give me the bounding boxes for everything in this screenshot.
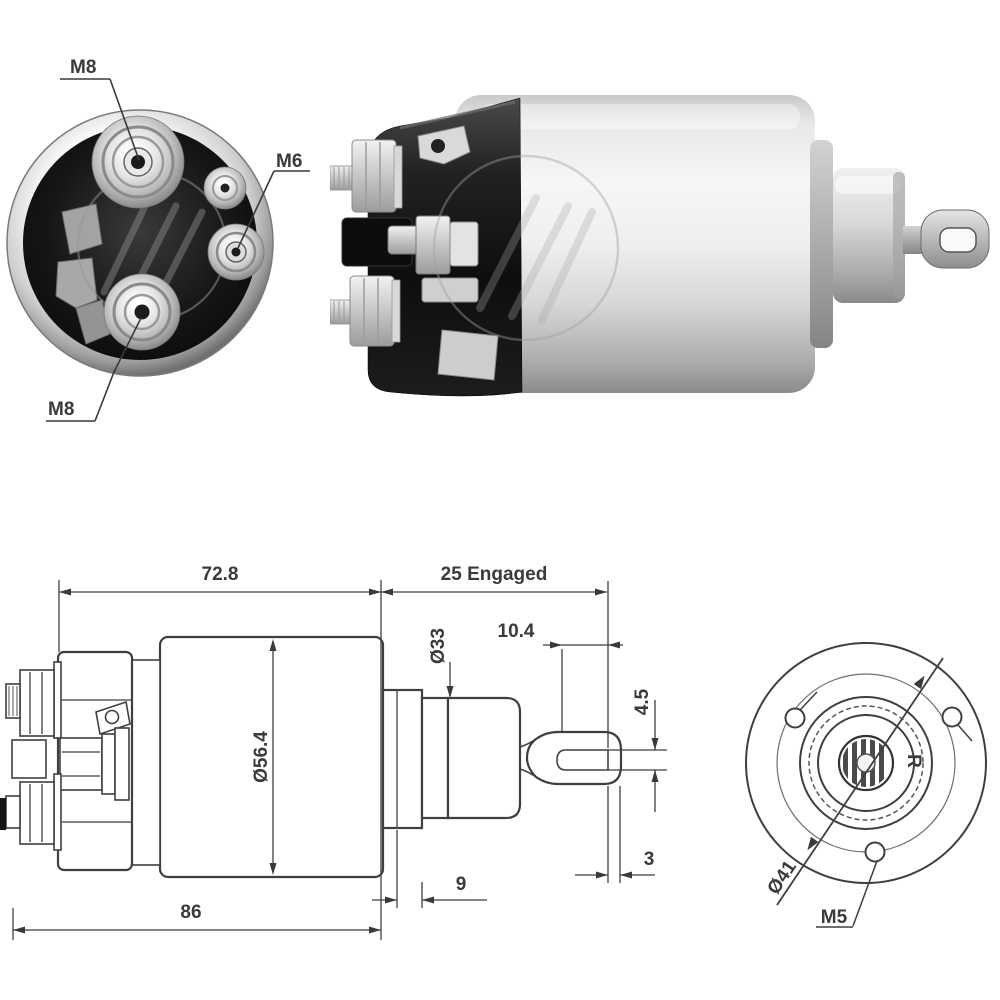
terminal-bolt-bottom [330, 275, 401, 347]
dim-10-4-text: 10.4 [498, 621, 535, 642]
terminal-bolt-top [330, 139, 403, 213]
dim-86-text: 86 [180, 902, 201, 923]
label-m8-top: M8 [60, 57, 140, 161]
center-mark-text: R [903, 754, 924, 768]
side-view-photo [330, 95, 990, 397]
dim-86: 86 [12, 902, 381, 940]
bolt-holes [784, 691, 973, 863]
dim-25-engaged: 25 Engaged [381, 564, 609, 748]
dim-72-8: 72.8 [58, 564, 382, 940]
terminal-m6-right [207, 223, 265, 281]
label-m6-right: M6 [237, 151, 310, 249]
dim-front-dia-text: Ø33 [428, 628, 449, 664]
rear-view-photo: M8 M6 M8 [6, 57, 310, 422]
dim-step: 9 [372, 830, 487, 908]
zm-watermark [432, 154, 620, 342]
dim-body-dia-text: Ø56.4 [251, 731, 272, 783]
dim-25-engaged-text: 25 Engaged [441, 564, 548, 585]
drawing-front-assembly [381, 688, 623, 830]
terminal-m8-bottom [103, 273, 181, 351]
dim-slot-height-text: 4.5 [632, 688, 653, 715]
metal-straps [55, 203, 111, 345]
dim-slot-height: 4.5 [608, 688, 667, 812]
label-m8-bottom: M8 [46, 317, 142, 422]
label-m8-top-text: M8 [70, 57, 96, 78]
terminal-m8-top [91, 115, 185, 209]
label-m5-text: M5 [821, 907, 848, 928]
terminal-small [203, 166, 247, 210]
solenoid-body-cylinder [455, 95, 923, 393]
label-m8-bottom-text: M8 [48, 399, 74, 420]
plunger-eye [920, 209, 990, 269]
dim-body-dia: Ø56.4 [251, 639, 277, 875]
cap-bracket [417, 125, 471, 165]
dim-eye-thickness: 3 [575, 786, 655, 883]
cap-hardware [415, 215, 499, 381]
front-view-circles [745, 642, 987, 884]
label-m6-text: M6 [276, 151, 302, 172]
label-m5: M5 [816, 860, 878, 928]
dimension-drawing: 72.8 25 Engaged 10.4 Ø33 [0, 564, 667, 940]
drawing-terminal-bolts [0, 661, 130, 851]
dim-step-text: 9 [456, 874, 467, 895]
dim-72-8-text: 72.8 [202, 564, 239, 585]
dim-front-dia: Ø33 [428, 628, 454, 698]
front-view-drawing: R Ø41 M5 [745, 642, 987, 928]
dim-10-4: 10.4 [498, 621, 623, 731]
dim-eye-thickness-text: 3 [644, 849, 655, 870]
